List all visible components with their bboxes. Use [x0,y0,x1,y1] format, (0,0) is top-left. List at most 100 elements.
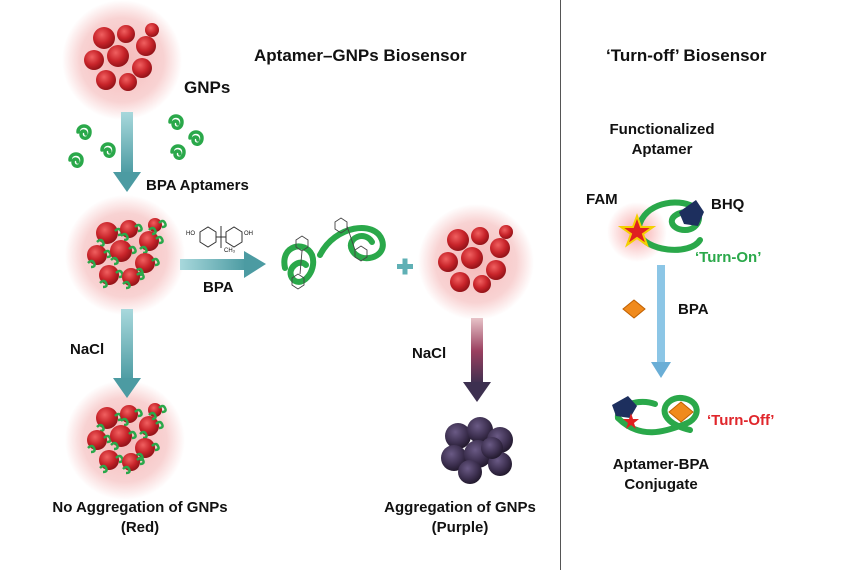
nanoparticle [132,58,152,78]
bound-aptamer [120,232,129,242]
bound-aptamer [122,280,131,290]
bound-aptamer [136,271,145,281]
bpa-diamond-icon [622,299,646,319]
nanoparticle [96,407,118,429]
arrow-gnps-to-aptamers [113,112,141,192]
chem-ho-label: HO [186,231,195,237]
bound-aptamer [128,430,137,440]
conjugate-label-1: Aptamer-BPA [612,456,710,473]
bound-aptamer [134,408,143,418]
fam-star-icon [617,213,657,248]
bound-aptamer [115,269,124,279]
functionalized-label-2: Aptamer [631,141,693,158]
nanoparticle [473,275,491,293]
bound-aptamer [158,404,167,414]
nanoparticle [107,45,129,67]
nacl-left-label: NaCl [70,341,105,358]
chem-oh-label: OH [244,231,253,237]
nanoparticle [96,70,116,90]
bhq-label: BHQ [711,196,745,213]
plus-sign [397,258,413,275]
bound-aptamer [110,256,119,266]
nanoparticle [486,260,506,280]
free-aptamer [68,152,84,168]
nanoparticle [96,222,118,244]
aptamer-bpa-complex-1 [281,235,317,290]
bound-aptamer [99,464,108,474]
bound-aptamer [96,238,105,248]
gnp-cluster-top [62,0,182,120]
bhq-quencher-icon-2 [612,396,637,418]
bpa-arrow-label: BPA [203,279,234,296]
bound-aptamer [87,259,96,269]
bound-aptamer [155,420,164,430]
bpa-diamond-bound-icon [668,401,694,423]
gnp-cluster-bottom [65,380,185,500]
bound-aptamer [139,430,148,440]
bound-aptamer [151,257,160,267]
aptamer-bpa-complex-2 [317,217,386,262]
gnp-cluster-middle [65,195,185,315]
bound-aptamer [155,235,164,245]
result-left-line1: No Aggregation of GNPs [52,499,228,516]
nanoparticle [450,272,470,292]
bound-aptamer [103,434,112,444]
aggregated-particle [481,437,503,459]
nanoparticle [447,229,469,251]
bound-aptamer [87,444,96,454]
arrow-bpa-right [651,265,671,378]
bound-aptamer [96,423,105,433]
aggregated-particle [458,460,482,484]
fam-star-icon-dim [623,413,639,429]
bound-aptamer [99,279,108,289]
gnps-label: GNPs [184,78,231,97]
bound-aptamer [103,249,112,259]
bpa-right-label: BPA [678,301,709,318]
result-right-line1: Aggregation of GNPs [384,499,536,516]
free-aptamer [170,144,186,160]
gnp-cluster-free [418,204,534,320]
free-aptamer [76,124,92,140]
nanoparticle [499,225,513,239]
result-left-line2: (Red) [120,519,160,536]
conjugate-label-2: Conjugate [624,476,698,493]
nanoparticle [461,247,483,269]
bound-aptamer [151,442,160,452]
panel-divider [560,0,561,570]
bound-aptamer [136,456,145,466]
bound-aptamer [139,245,148,255]
fam-label: FAM [586,191,618,208]
bound-aptamer [134,223,143,233]
bound-aptamer [110,441,119,451]
functionalized-label-1: Functionalized [609,121,715,138]
nanoparticle [93,27,115,49]
bpa-molecule-icon [199,226,243,248]
nanoparticle [145,23,159,37]
bound-aptamer [148,226,157,236]
nanoparticle [136,36,156,56]
nanoparticle [438,252,458,272]
bound-aptamer [128,245,137,255]
left-panel-title: Aptamer–GNPs Biosensor [254,46,467,65]
nacl-right-label: NaCl [412,345,447,362]
bound-aptamer [122,465,131,475]
gnp-aggregate-purple [441,417,513,484]
result-right-line2: (Purple) [431,519,489,536]
aggregated-particle [445,423,471,449]
free-aptamer [168,114,184,130]
nanoparticle [117,25,135,43]
free-aptamer [188,130,204,146]
chem-ch3-label: CH₃ [224,248,236,254]
nanoparticle [119,73,137,91]
bound-aptamer [158,219,167,229]
aggregated-particle [441,445,467,471]
aptamer-coils [68,114,204,168]
right-panel-title: ‘Turn-off’ Biosensor [606,46,767,65]
arrow-bpa-horizontal [180,251,266,278]
nanoparticle [110,425,132,447]
nanoparticle [471,227,489,245]
free-aptamer [100,142,116,158]
nanoparticle [110,240,132,262]
